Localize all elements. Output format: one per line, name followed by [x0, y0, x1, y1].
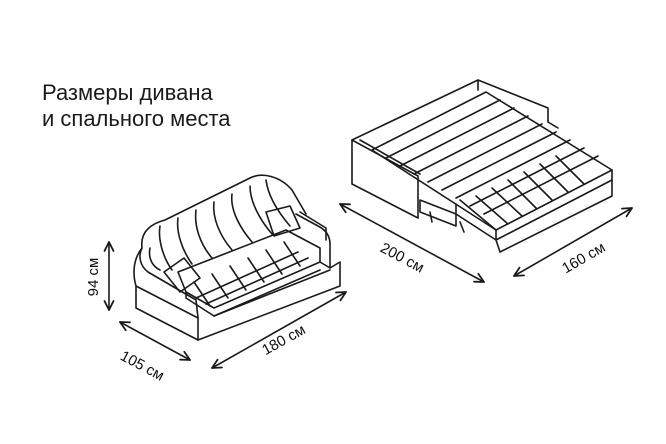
- backrest-channel: [249, 185, 273, 235]
- backrest-channel: [176, 217, 193, 265]
- title-line-2: и спального места: [42, 106, 231, 131]
- sofa-pillow-right: [265, 205, 301, 237]
- sofa-left-arm: [133, 247, 199, 319]
- backrest-channel: [158, 225, 173, 271]
- bed-width-dimension-arrow: [513, 207, 633, 277]
- unfolded-bed-drawing: [351, 79, 613, 253]
- bed-left-arm: [351, 139, 419, 219]
- backrest-channel: [230, 193, 253, 243]
- folded-sofa-drawing: [133, 174, 341, 341]
- bed-width-label: 160 см: [559, 239, 608, 277]
- bed-frame: [419, 199, 457, 227]
- bed-back-frame: [351, 79, 549, 141]
- bed-length-dimension-arrow: [339, 203, 485, 283]
- bed-length-label: 200 см: [377, 239, 426, 276]
- backrest-channel: [265, 179, 291, 227]
- sofa-right-arm: [295, 213, 331, 269]
- depth-dimension-arrow: [119, 321, 191, 361]
- sofa-backrest: [140, 174, 307, 249]
- title-line-1: Размеры дивана: [42, 80, 213, 105]
- diagram-title: Размеры дивана и спального места: [42, 80, 231, 132]
- sofa-pillow-left: [163, 257, 201, 293]
- depth-label: 105 см: [117, 347, 166, 384]
- width-dimension-arrow: [211, 291, 347, 369]
- height-label: 94 см: [85, 258, 102, 297]
- backrest-channel: [212, 201, 233, 251]
- backrest-channel: [194, 209, 213, 259]
